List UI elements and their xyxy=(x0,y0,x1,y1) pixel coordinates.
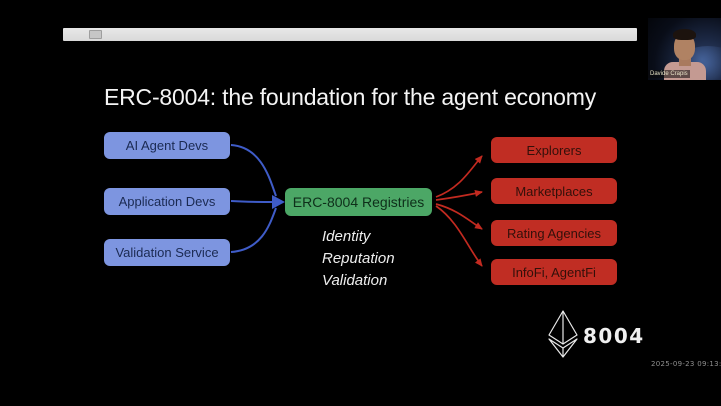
erc8004-logo: 8004 xyxy=(548,309,658,361)
participant-video-tile[interactable]: Davide Crapis xyxy=(648,18,721,80)
node-validation-service: Validation Service xyxy=(104,239,230,266)
consumer-connector-lines xyxy=(435,155,483,267)
node-label: Rating Agencies xyxy=(507,225,601,241)
node-infofi-agentfi: InfoFi, AgentFi xyxy=(491,259,617,285)
window-icon xyxy=(89,30,102,39)
participant-neck xyxy=(679,56,691,66)
hub-note-validation: Validation xyxy=(322,272,388,289)
node-erc8004-registries: ERC-8004 Registries xyxy=(285,188,432,216)
participant-name-label: Davide Crapis xyxy=(648,70,690,78)
node-label: ERC-8004 Registries xyxy=(292,194,425,210)
node-ai-agent-devs: AI Agent Devs xyxy=(104,132,230,159)
shared-window-titlebar xyxy=(63,28,637,41)
hub-notes: Identity Reputation Validation xyxy=(322,226,395,292)
node-label: Explorers xyxy=(526,142,582,158)
node-label: Application Devs xyxy=(118,194,216,209)
node-rating-agencies: Rating Agencies xyxy=(491,220,617,246)
node-label: AI Agent Devs xyxy=(125,138,209,153)
hub-note-identity: Identity xyxy=(322,228,371,245)
node-marketplaces: Marketplaces xyxy=(491,178,617,204)
slide-title: ERC-8004: the foundation for the agent e… xyxy=(104,84,597,110)
node-label: InfoFi, AgentFi xyxy=(512,264,596,280)
node-explorers: Explorers xyxy=(491,137,617,163)
ethereum-icon xyxy=(548,310,578,358)
hub-note-reputation: Reputation xyxy=(322,250,395,267)
node-label: Validation Service xyxy=(115,245,219,260)
source-arrowhead-icon xyxy=(272,195,285,209)
logo-number: 8004 xyxy=(583,324,645,348)
node-application-devs: Application Devs xyxy=(104,188,230,215)
participant-hair xyxy=(673,29,696,40)
source-connector-lines xyxy=(230,144,277,253)
node-label: Marketplaces xyxy=(515,183,593,199)
recording-timestamp: 2025-09-23 09:13:17 xyxy=(651,360,721,368)
